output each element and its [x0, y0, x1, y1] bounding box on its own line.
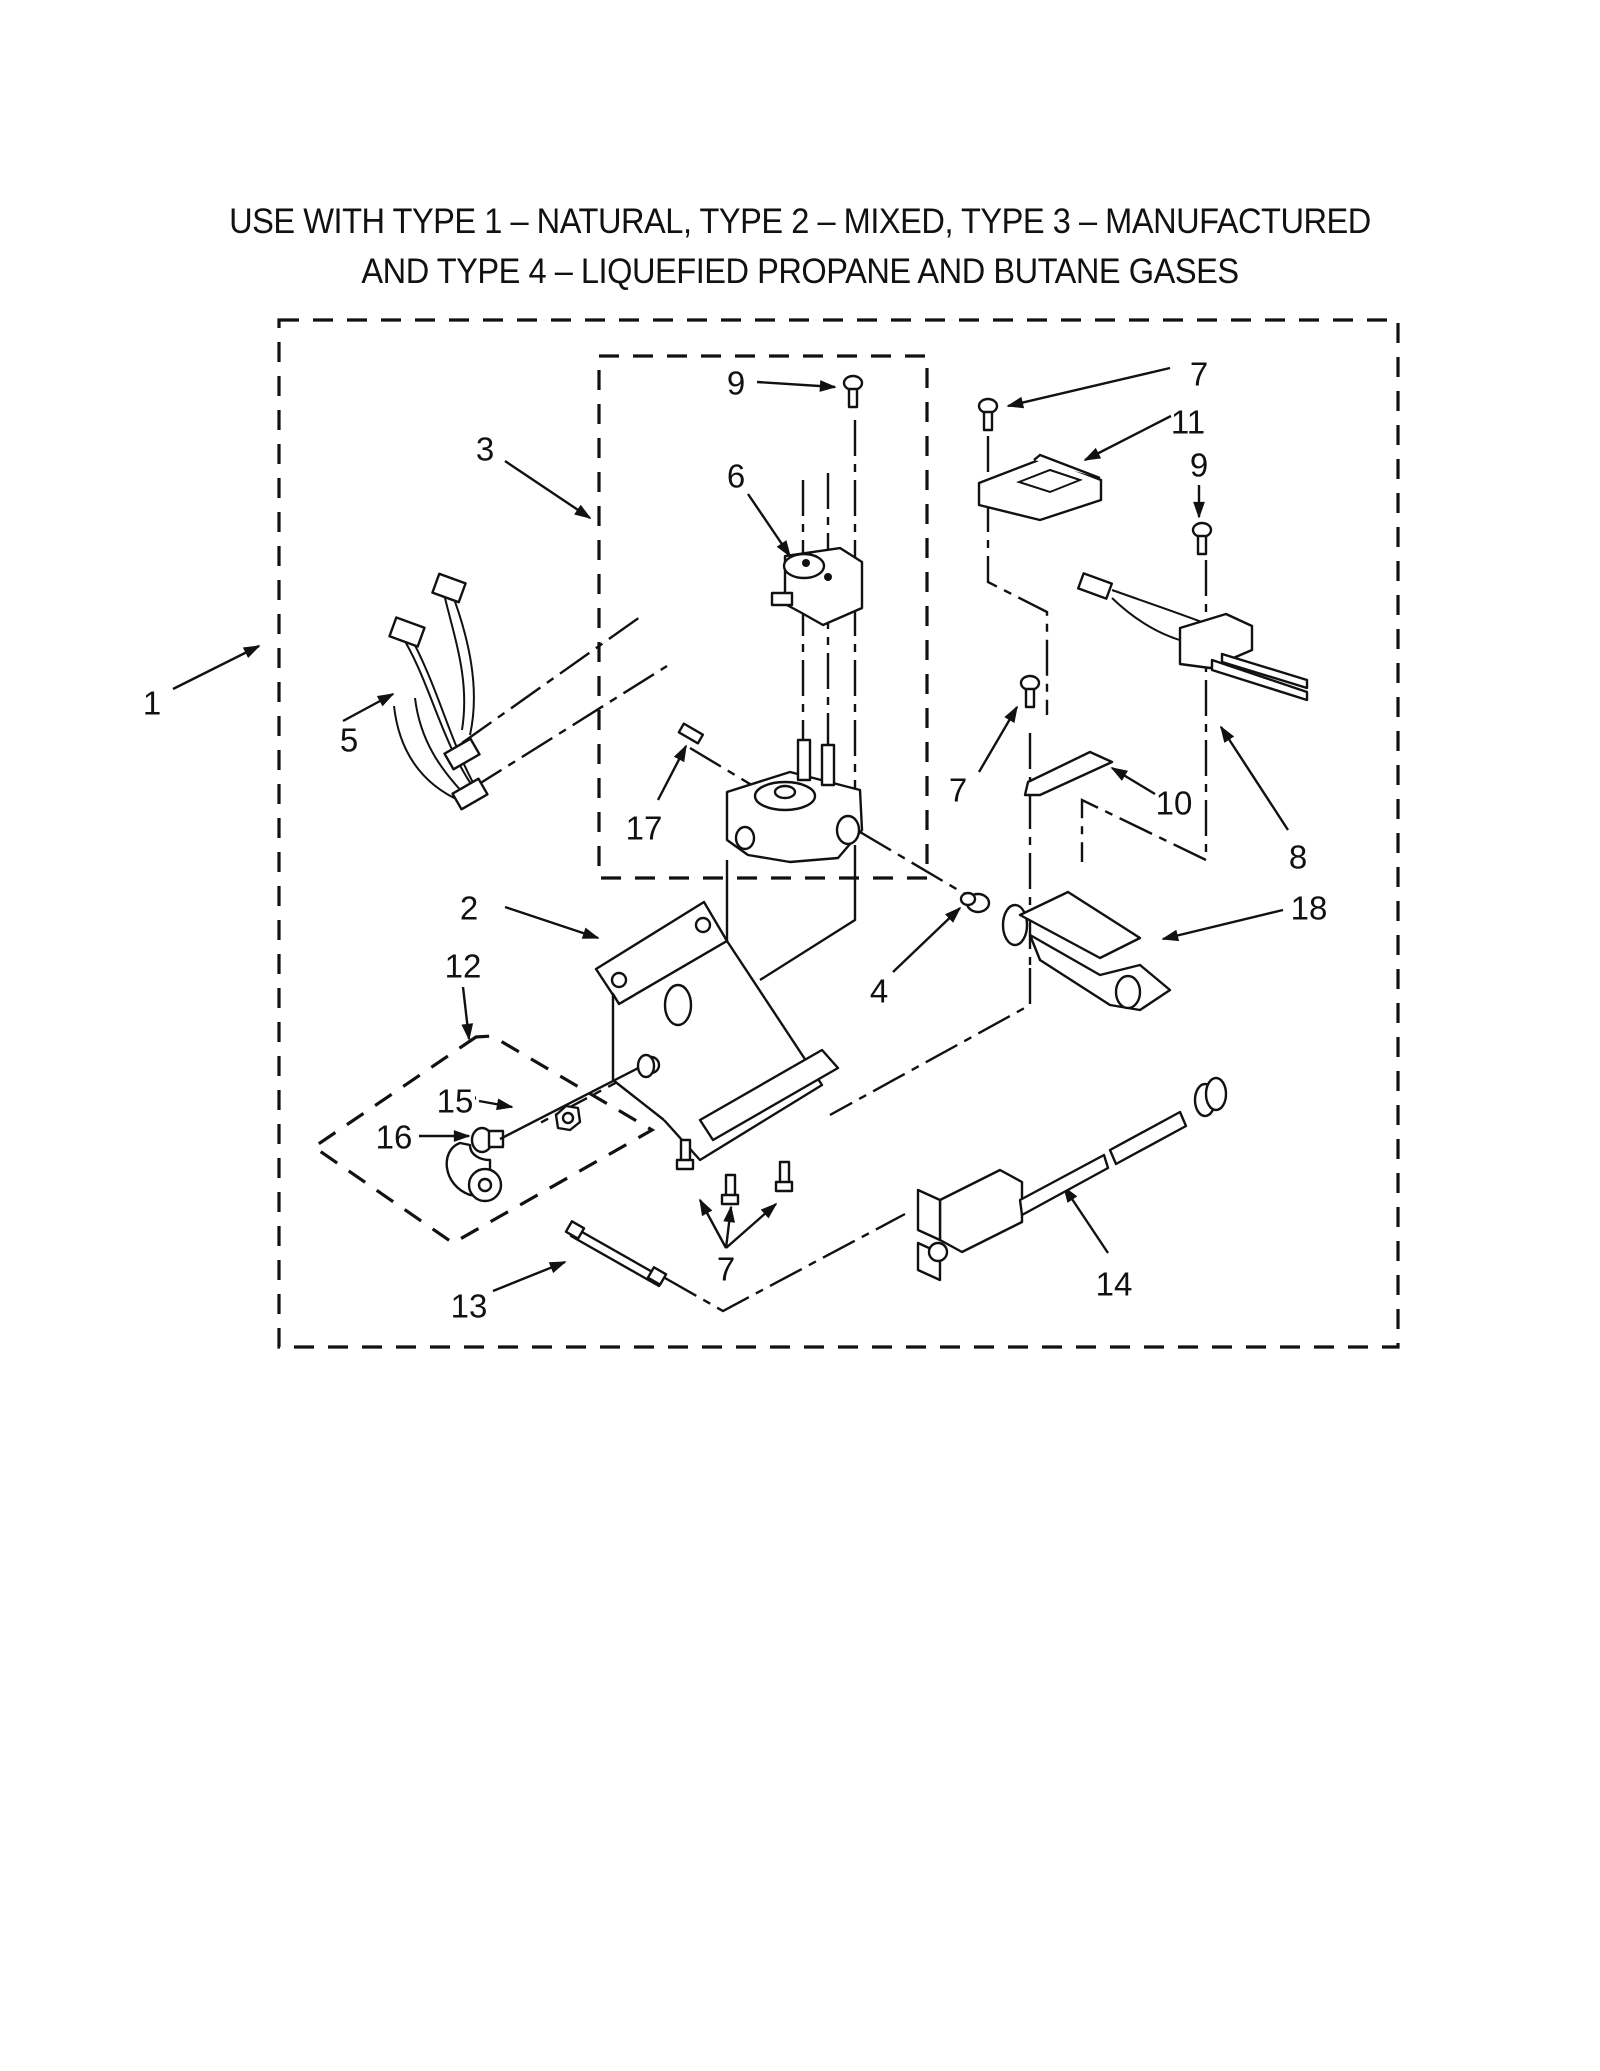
callout-9-right: 9: [1190, 447, 1208, 484]
valve-coil: [770, 546, 864, 627]
gas-valve: [725, 738, 864, 864]
elbow-fittings: [445, 1053, 656, 1203]
callout-18: 18: [1291, 890, 1328, 927]
callout-7-top: 7: [1190, 356, 1208, 393]
valve-assembly-box: [597, 354, 929, 880]
screw-7-middle: [1019, 674, 1041, 709]
callout-7-middle: 7: [949, 772, 967, 809]
callout-5: 5: [340, 722, 358, 759]
pressure-tap-plug: [677, 722, 705, 745]
leader-arrows: [172, 366, 1290, 1293]
callout-1: 1: [143, 685, 161, 722]
callout-16: 16: [376, 1119, 413, 1156]
screw-9-right: [1191, 521, 1213, 556]
callout-labels: 1 2 3 4 5 6 7 11 9 9 7 10 8 17 18 12 15 …: [143, 356, 1328, 1325]
callout-10: 10: [1156, 785, 1193, 822]
callout-15: 15: [437, 1083, 474, 1120]
orifice: [959, 891, 991, 914]
callout-4: 4: [870, 973, 888, 1010]
diagram-title-line-1: USE WITH TYPE 1 – NATURAL, TYPE 2 – MIXE…: [229, 202, 1371, 241]
callout-3: 3: [476, 431, 494, 468]
callout-7-bottom: 7: [717, 1251, 735, 1288]
callout-9-top: 9: [727, 365, 745, 402]
callout-17: 17: [626, 810, 663, 847]
diagram-title-line-2: AND TYPE 4 – LIQUEFIED PROPANE AND BUTAN…: [361, 252, 1239, 291]
burner-funnel: [1001, 890, 1172, 1012]
outer-assembly-box: [277, 318, 1400, 1349]
callout-14: 14: [1096, 1266, 1133, 1303]
callout-11: 11: [1171, 404, 1205, 441]
igniter-bracket: [1023, 750, 1114, 797]
callout-12: 12: [445, 948, 482, 985]
burner-tube: [916, 1076, 1228, 1282]
screw-7-top: [977, 397, 999, 432]
callout-2: 2: [460, 890, 478, 927]
callout-8: 8: [1289, 839, 1307, 876]
wire-harness: [388, 572, 489, 811]
elbow-kit-box-outline: [311, 1034, 656, 1245]
igniter: [1076, 572, 1309, 702]
nipple-pipe: [564, 1220, 668, 1288]
screw-9-top: [842, 374, 864, 409]
flame-sensor: [977, 453, 1103, 522]
callout-6: 6: [727, 458, 745, 495]
mounting-bracket: [594, 900, 840, 1162]
callout-13: 13: [451, 1288, 488, 1325]
screws-7-bottom: [675, 1138, 794, 1206]
